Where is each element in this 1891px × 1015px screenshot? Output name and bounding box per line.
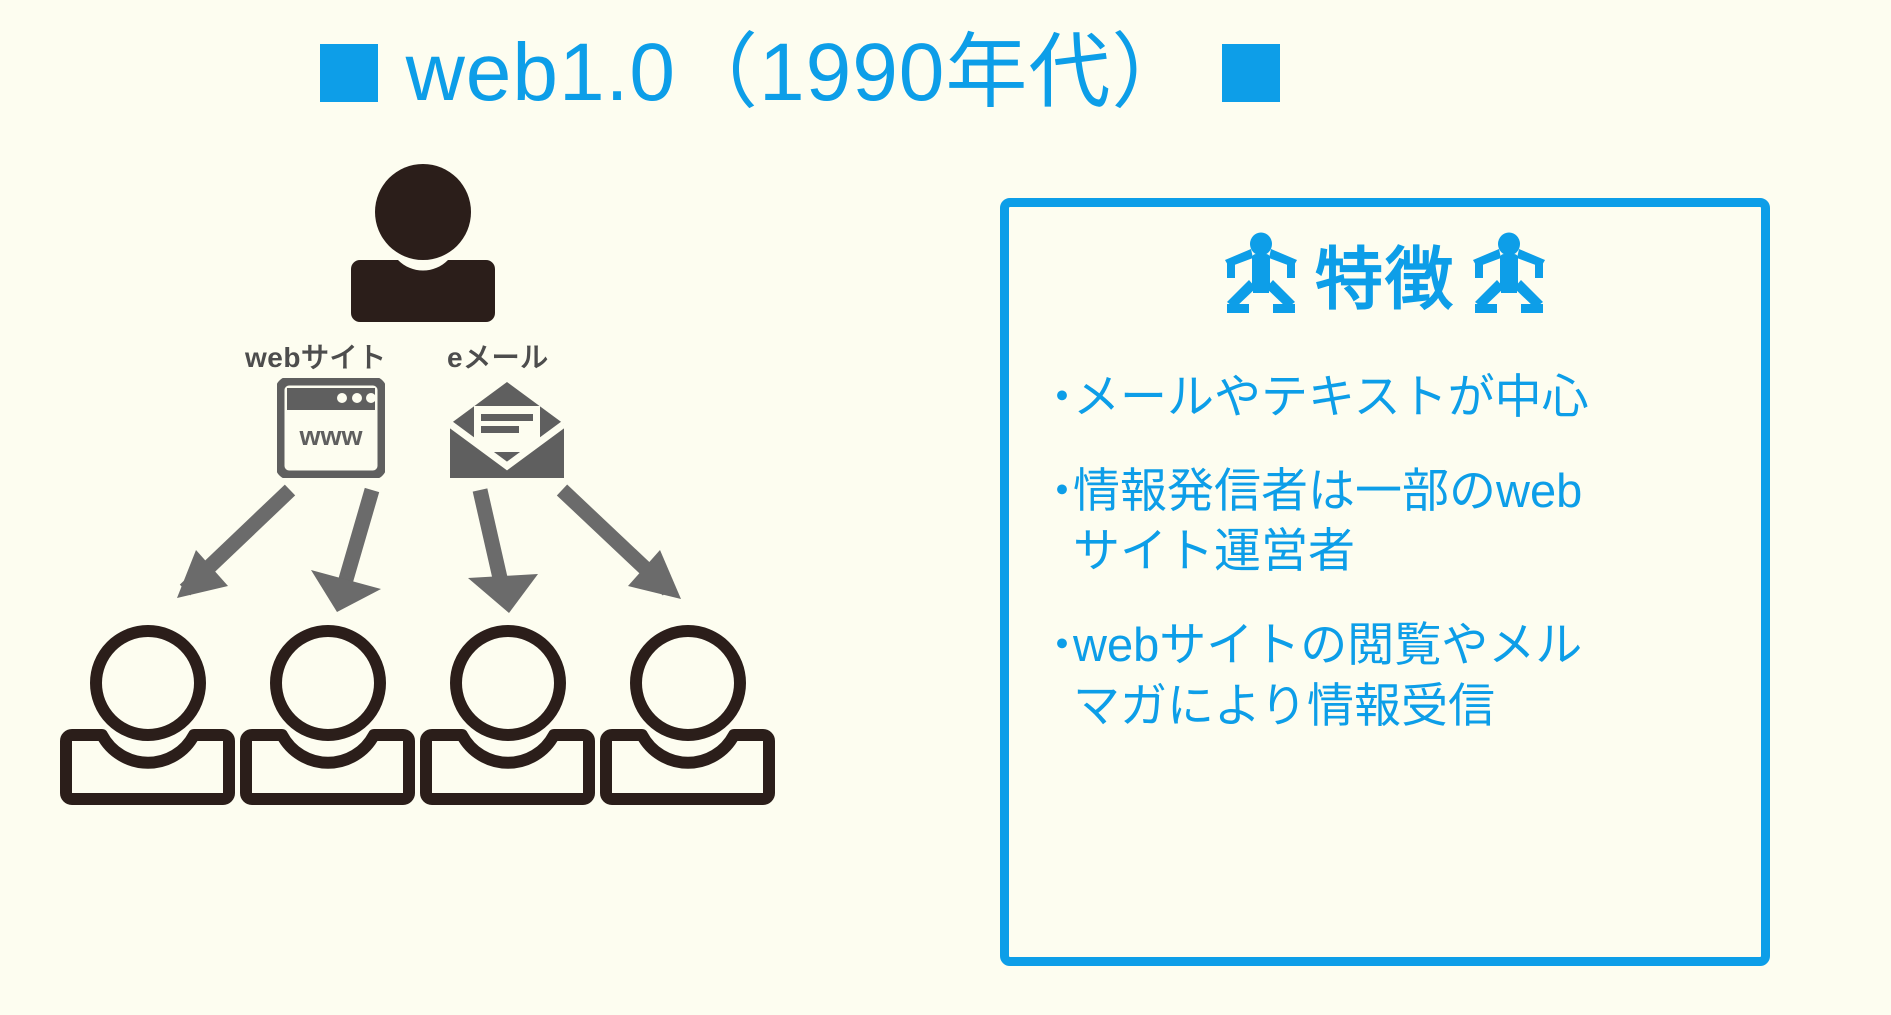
list-item-line: サイト運営者 bbox=[1073, 524, 1355, 578]
title-square-marker-left bbox=[319, 44, 378, 102]
person-outline-icon bbox=[420, 620, 595, 805]
list-item-text: メールやテキストが中心 bbox=[1073, 367, 1589, 427]
receiver-group bbox=[60, 620, 800, 810]
person-outline-icon bbox=[600, 620, 775, 805]
bullet-marker: ・ bbox=[1039, 371, 1085, 423]
channel-label-website: webサイト bbox=[245, 342, 387, 373]
arrow-down-2 bbox=[311, 487, 381, 612]
list-item-line: マガにより情報受信 bbox=[1073, 678, 1496, 732]
open-envelope-icon bbox=[447, 380, 567, 480]
channel-label-email: eメール bbox=[447, 342, 549, 373]
list-item: ・ メールやテキストが中心 bbox=[1039, 367, 1745, 427]
list-item: ・ 情報発信者は一部のweb サイト運営者 bbox=[1039, 461, 1745, 581]
page-title-text: web1.0（1990年代） bbox=[405, 27, 1195, 118]
feature-list: ・ メールやテキストが中心 ・ 情報発信者は一部のweb サイト運営者 ・ we… bbox=[1039, 367, 1745, 770]
list-item-line: 情報発信者は一部のweb bbox=[1073, 464, 1583, 518]
list-item-line: webサイトの閲覧やメル bbox=[1073, 618, 1583, 672]
browser-icon-www-text: www bbox=[298, 421, 363, 451]
list-item-text: 情報発信者は一部のweb サイト運営者 bbox=[1073, 461, 1582, 581]
arrow-group bbox=[0, 150, 960, 1010]
arrow-down-3 bbox=[468, 488, 538, 613]
browser-window-icon: www bbox=[275, 376, 387, 480]
person-outline-icon bbox=[240, 620, 415, 805]
jumping-person-icon bbox=[1224, 232, 1297, 328]
arrow-down-right-4 bbox=[556, 484, 681, 599]
arrow-down-left-1 bbox=[177, 484, 296, 598]
page-title: web1.0（1990年代） bbox=[0, 18, 1600, 128]
list-item-text: webサイトの閲覧やメル マガにより情報受信 bbox=[1073, 615, 1582, 735]
person-outline-icon bbox=[60, 620, 235, 805]
title-square-marker-right bbox=[1222, 44, 1281, 102]
jumping-person-icon bbox=[1473, 232, 1545, 328]
information-flow-diagram: webサイト eメール www bbox=[0, 150, 960, 1010]
person-filled-icon bbox=[348, 162, 498, 322]
feature-panel-heading: 特徴 bbox=[1009, 225, 1761, 335]
bullet-marker: ・ bbox=[1039, 619, 1085, 672]
feature-panel: 特徴 bbox=[1000, 198, 1770, 966]
list-item: ・ webサイトの閲覧やメル マガにより情報受信 bbox=[1039, 615, 1745, 735]
list-item-line: メールやテキストが中心 bbox=[1073, 370, 1589, 423]
feature-heading-text: 特徴 bbox=[1314, 242, 1455, 318]
bullet-marker: ・ bbox=[1039, 465, 1085, 518]
